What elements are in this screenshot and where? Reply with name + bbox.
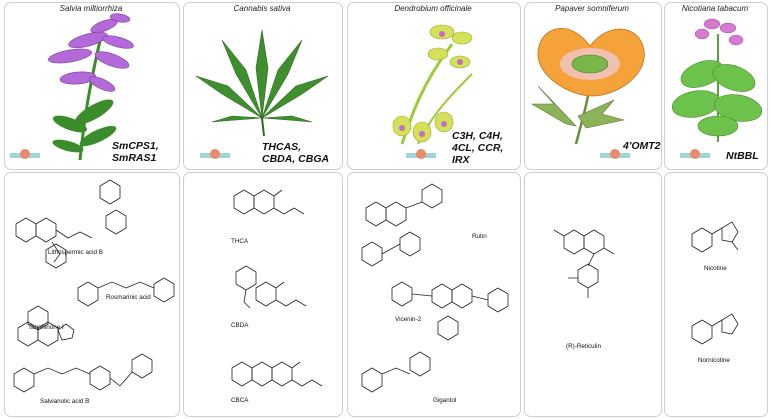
compound-cbca: CBCA	[231, 397, 249, 404]
structures-b	[231, 189, 323, 387]
salvia-plant-illustration	[48, 13, 134, 161]
logo-badge-c	[406, 148, 436, 162]
compound-salvianolic-acid-b: Salvianolic acid B	[40, 398, 90, 405]
gene-line: NtBBL	[726, 150, 759, 162]
dendrobium-plant-illustration	[392, 24, 473, 145]
compound-card-c	[347, 172, 521, 417]
structures-a	[13, 179, 175, 393]
compound-rutin: Rutin	[472, 233, 487, 240]
gene-line: C3H, C4H,	[452, 130, 503, 142]
species-name-c: Dendrobium officinale	[394, 4, 472, 13]
compound-gigantol: Gigantol	[433, 397, 457, 404]
compound-r-reticulin: (R)-Reticulin	[566, 343, 601, 350]
compound-lithospermic-acid-b: Lithospermic acid B	[48, 249, 103, 256]
structures-e	[691, 221, 739, 345]
logo-badge-e	[680, 148, 710, 162]
gene-line: SmRAS1	[112, 152, 157, 164]
compound-nornicotine: Nornicotine	[698, 357, 730, 364]
poppy-plant-illustration	[530, 28, 645, 145]
compound-card-a	[4, 172, 180, 417]
compound-rosmarinic-acid: Rosmarinic acid	[106, 294, 151, 301]
compound-card-b	[183, 172, 343, 417]
gene-label-a: SmCPS1, SmRAS1	[112, 140, 159, 164]
logo-badge-b	[200, 148, 230, 162]
compound-cbda: CBDA	[231, 322, 249, 329]
structures-c	[361, 183, 509, 393]
gene-line: 4CL, CCR,	[452, 142, 504, 154]
gene-line: THCAS,	[262, 141, 302, 153]
species-name-a: Salvia miltiorrhiza	[59, 4, 123, 13]
compound-vicenin-2: Vicenin-2	[395, 316, 422, 323]
compound-tanshinone-i: Tanshinone I	[28, 324, 64, 331]
logo-badge-d	[600, 148, 630, 162]
gene-label-e: NtBBL	[726, 150, 759, 162]
compound-card-d	[524, 172, 662, 417]
logo-badge-a	[10, 148, 40, 162]
gene-line: 4'OMT2	[623, 140, 661, 152]
gene-line: SmCPS1,	[112, 140, 159, 152]
gene-line: IRX	[452, 154, 470, 166]
species-name-d: Papaver somniferum	[555, 4, 629, 13]
gene-label-c: C3H, C4H, 4CL, CCR, IRX	[452, 130, 503, 166]
gene-label-d: 4'OMT2	[623, 140, 661, 152]
compound-thca: THCA	[231, 238, 249, 245]
compound-nicotine: Nicotine	[704, 265, 727, 272]
cannabis-leaf-illustration	[195, 29, 329, 137]
gene-line: CBDA, CBGA	[262, 153, 330, 165]
tobacco-plant-illustration	[671, 18, 763, 142]
compound-card-e	[664, 172, 768, 417]
species-name-e: Nicotiana tabacum	[681, 4, 749, 13]
species-name-b: Cannabis sativa	[233, 4, 291, 13]
structures-d	[553, 229, 615, 298]
gene-label-b: THCAS, CBDA, CBGA	[262, 141, 329, 165]
